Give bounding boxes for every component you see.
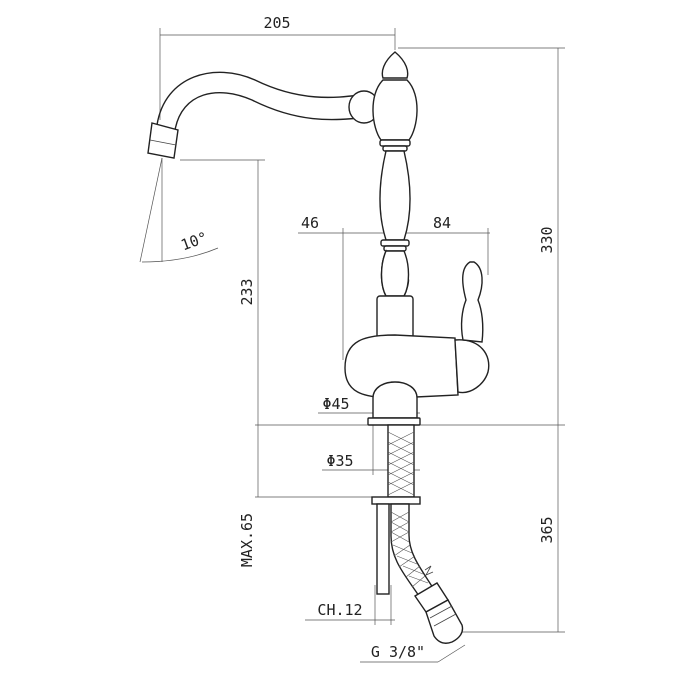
base-flange — [372, 381, 418, 419]
label-spout-reach: 205 — [263, 14, 290, 32]
label-handle-offset-right: 84 — [433, 214, 451, 232]
label-total-height: 330 — [538, 226, 556, 253]
side-lever — [454, 339, 490, 394]
column — [379, 150, 411, 241]
under-counter-assembly — [371, 424, 464, 644]
label-max-counter-thickness: MAX.65 — [238, 513, 256, 567]
label-spout-height: 233 — [238, 278, 256, 305]
label-hose-length: 365 — [538, 516, 556, 543]
lever-knob — [460, 261, 484, 343]
label-handle-offset-left: 46 — [301, 214, 319, 232]
label-shank-diameter: Φ35 — [326, 452, 353, 470]
label-nut-width: CH.12 — [317, 601, 362, 619]
top-finial — [381, 51, 409, 79]
threaded-shank — [387, 424, 415, 498]
neck — [376, 295, 414, 341]
flexible-hose — [390, 503, 434, 597]
lock-nut — [371, 496, 421, 505]
label-body-diameter: Φ45 — [322, 395, 349, 413]
label-aerator-angle: 10° — [178, 228, 210, 254]
hose-fitting — [425, 599, 464, 644]
feed-tube — [376, 503, 390, 595]
upper-bulb — [372, 79, 418, 141]
label-connection-thread: G 3/8" — [371, 643, 425, 661]
faucet-body — [147, 51, 490, 426]
aerator — [147, 122, 179, 159]
spout — [156, 71, 361, 126]
